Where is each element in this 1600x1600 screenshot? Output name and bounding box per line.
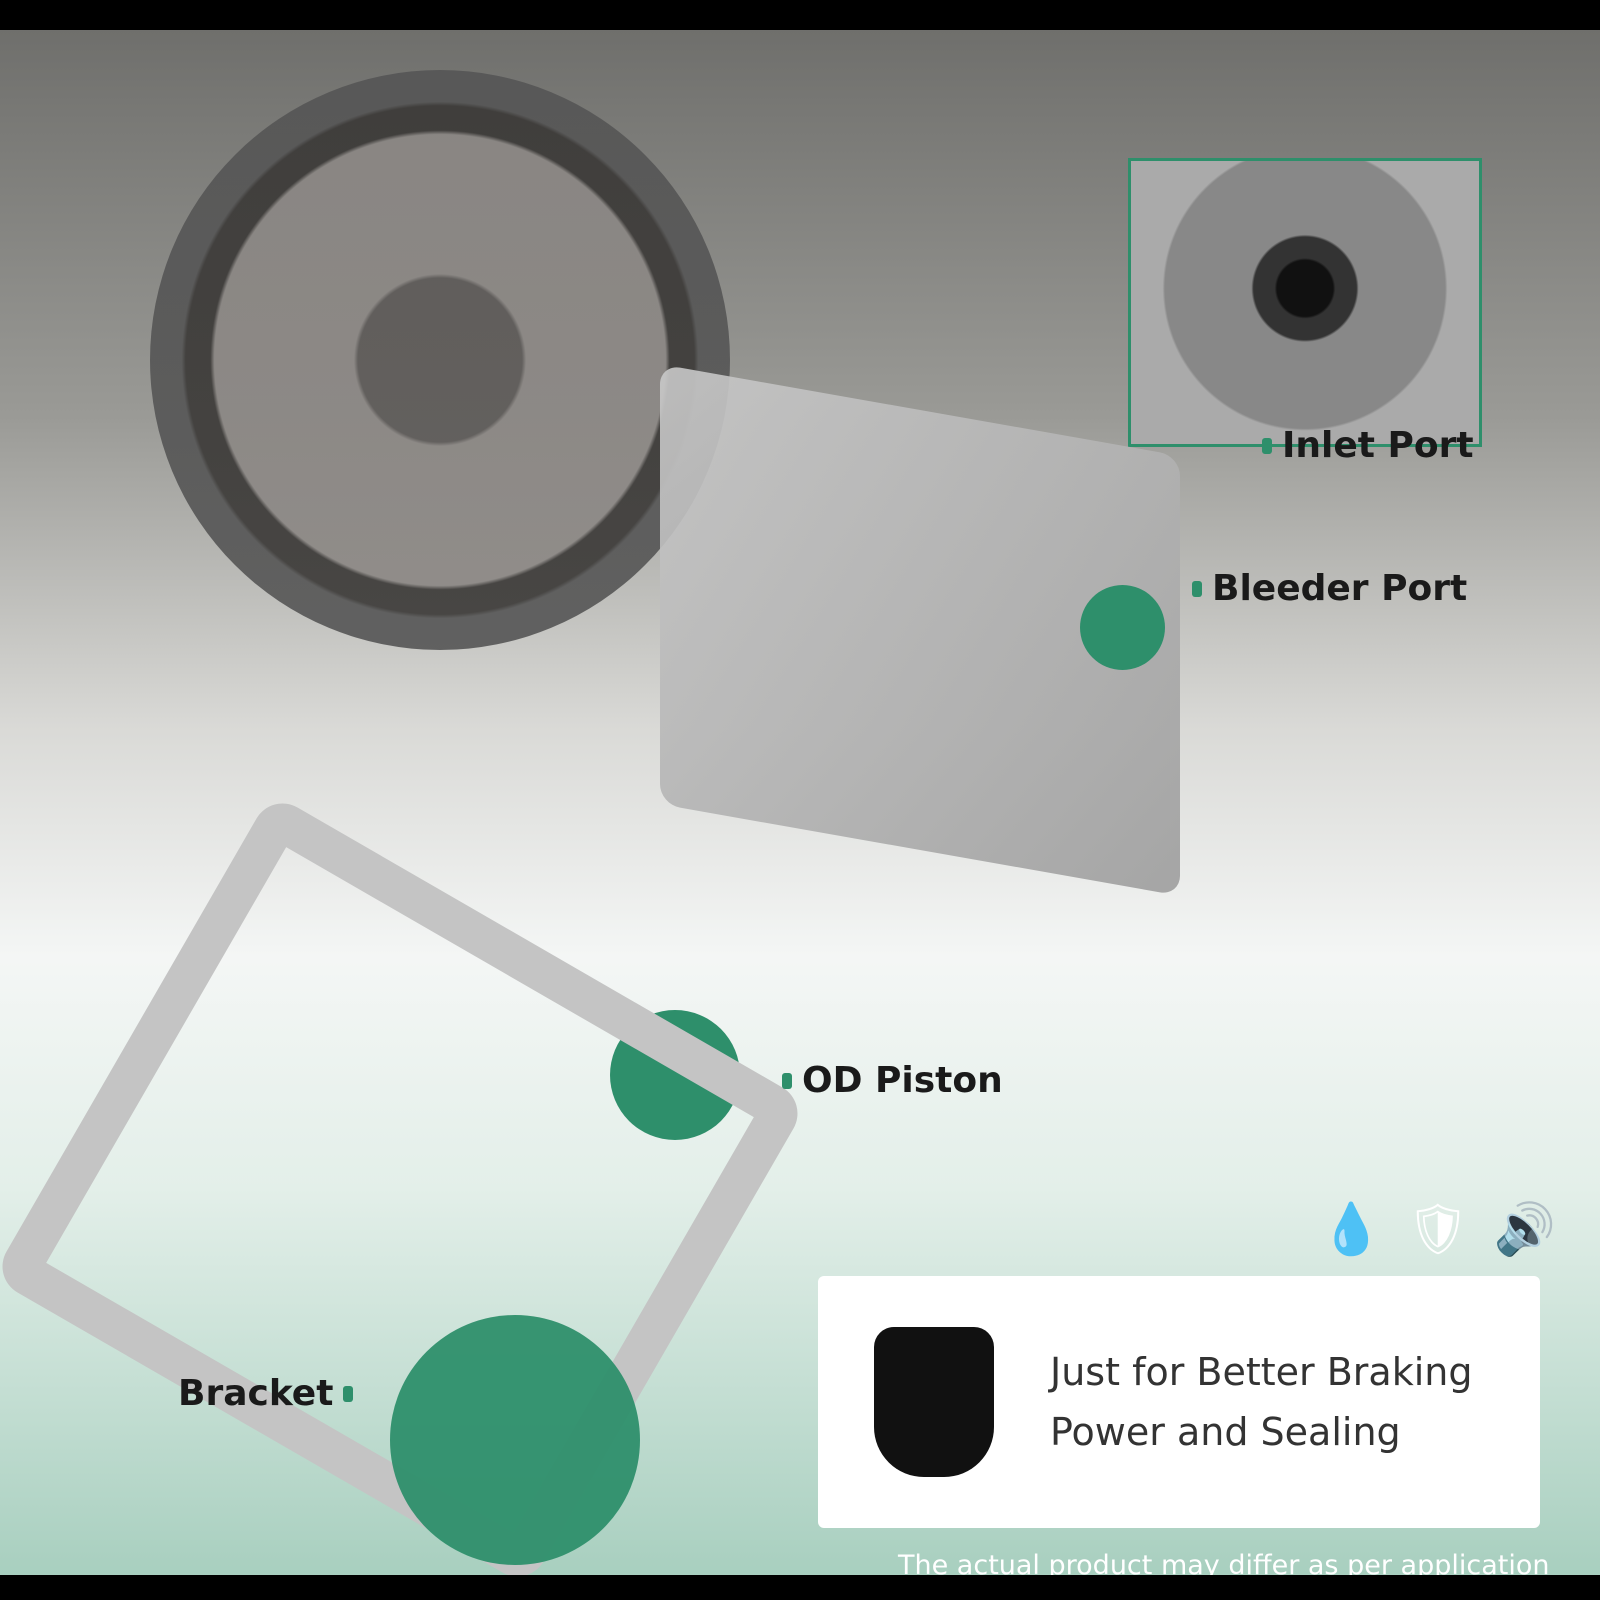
od-piston-label: OD Piston [782, 1060, 1003, 1101]
speaker-icon: 🔊 [1493, 1200, 1557, 1258]
water-gear-icon: 💧 [1320, 1200, 1383, 1258]
label-text: Bracket [178, 1373, 334, 1414]
label-text: Inlet Port [1282, 425, 1474, 466]
shield-check-icon: 🛡 [1406, 1200, 1470, 1258]
piston-highlight [610, 1010, 740, 1140]
lion-logo-icon [874, 1327, 994, 1477]
label-text: OD Piston [802, 1060, 1003, 1101]
vehicle-wheel [150, 70, 730, 650]
feature-icons: 💧 🛡 🔊 [1320, 1200, 1556, 1259]
bleeder-port-label: Bleeder Port [1192, 568, 1467, 609]
inlet-port-label: Inlet Port [1262, 425, 1474, 466]
bracket-label: Bracket [178, 1373, 354, 1414]
bracket-highlight [390, 1315, 640, 1565]
product-scene: Inlet Port Bleeder Port OD Piston Bracke… [0, 30, 1600, 1575]
inlet-port-closeup [1128, 158, 1482, 447]
disclaimer: The actual product may differ as per app… [898, 1550, 1550, 1575]
tagline-line2: Power and Sealing [1050, 1410, 1401, 1454]
tagline-line1: Just for Better Braking [1050, 1350, 1473, 1394]
bleeder-highlight [1080, 585, 1165, 670]
label-text: Bleeder Port [1212, 568, 1468, 609]
